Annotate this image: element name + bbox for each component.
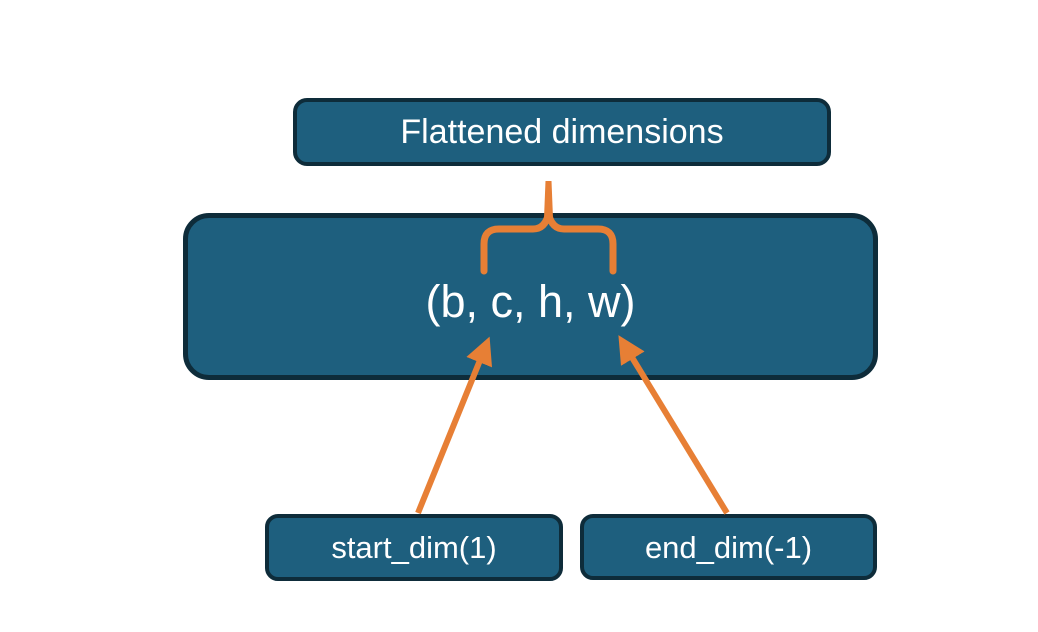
start-dim-label: start_dim(1) — [331, 530, 497, 565]
start-dim-box: start_dim(1) — [265, 514, 563, 581]
flattened-dimensions-box: Flattened dimensions — [293, 98, 831, 166]
tensor-shape-label: (b, c, h, w) — [425, 276, 636, 327]
end-dim-box: end_dim(-1) — [580, 514, 877, 580]
end-dim-label: end_dim(-1) — [644, 529, 813, 565]
flattened-dimensions-label: Flattened dimensions — [400, 113, 724, 151]
tensor-shape-box: (b, c, h, w) — [183, 213, 878, 380]
